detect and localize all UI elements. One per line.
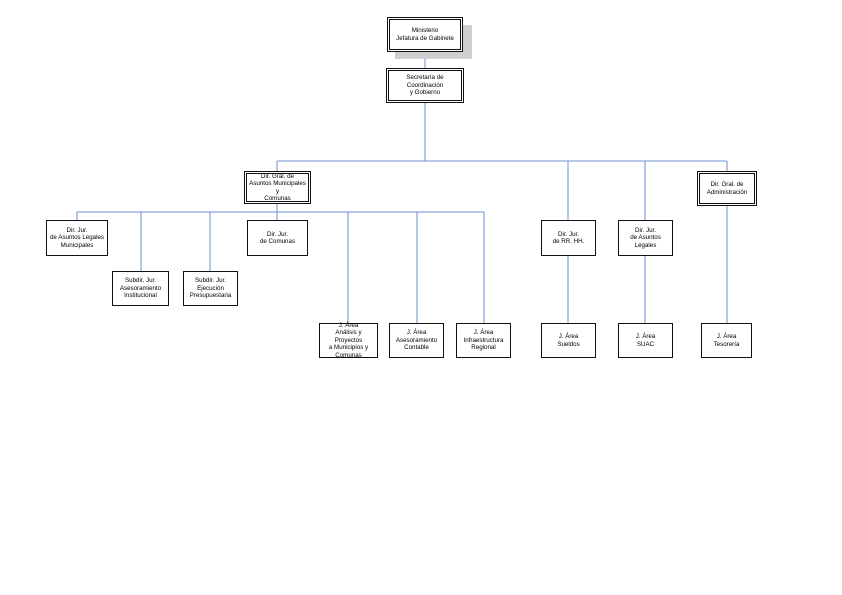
node-area-asesoramiento-contable: J. Área Asesoramiento Contable (389, 323, 444, 358)
node-label: Dir. Jur. de Asuntos Legales (630, 226, 661, 249)
node-dir-gral-municipales: Dir. Gral. de Asuntos Municipales y Comu… (244, 171, 311, 204)
node-dir-legales-municipales: Dir. Jur. de Asuntos Legales Municipales (46, 220, 108, 256)
node-label: Ministerio Jefatura de Gabinete (396, 27, 454, 42)
node-ministerio: Ministerio Jefatura de Gabinete (387, 17, 463, 52)
node-dir-asuntos-legales: Dir. Jur. de Asuntos Legales (618, 220, 673, 256)
node-area-tesoreria: J. Área Tesorería (701, 323, 752, 358)
node-subdir-ejecucion: Subdir. Jur. Ejecución Presupuestaria (183, 271, 238, 306)
node-dir-gral-administracion: Dir. Gral. de Administración (697, 171, 757, 206)
node-label: Subdir. Jur. Asesoramiento Institucional (119, 277, 162, 300)
node-dir-rrhh: Dir. Jur. de RR. HH. (541, 220, 596, 256)
node-area-suac: J. Área SUAC (618, 323, 673, 358)
node-label: J. Área Análisis y Proyectos a Municipio… (328, 321, 369, 359)
node-area-sueldos: J. Área Sueldos (541, 323, 596, 358)
node-secretaria: Secretaría de Coordinación y Gobierno (386, 68, 464, 103)
node-label: Dir. Jur. de RR. HH. (552, 230, 585, 245)
node-label: Subdir. Jur. Ejecución Presupuestaria (189, 277, 232, 300)
node-label: Dir. Jur. de Asuntos Legales Municipales (49, 226, 104, 249)
node-label: J. Área Asesoramiento Contable (395, 329, 438, 352)
node-label: Dir. Gral. de Administración (706, 181, 748, 196)
node-subdir-asesoramiento: Subdir. Jur. Asesoramiento Institucional (112, 271, 169, 306)
node-label: J. Área Tesorería (713, 333, 740, 348)
node-label: Dir. Gral. de Asuntos Municipales y Comu… (249, 172, 306, 202)
node-label: Dir. Jur. de Comunas (259, 230, 296, 245)
node-label: J. Área SUAC (635, 333, 656, 348)
node-area-analisis: J. Área Análisis y Proyectos a Municipio… (319, 321, 378, 359)
node-label: Secretaría de Coordinación y Gobierno (406, 74, 444, 97)
node-dir-comunas: Dir. Jur. de Comunas (247, 220, 308, 256)
node-label: J. Área Sueldos (557, 333, 580, 348)
node-area-infraestructura: J. Área Infraestructura Regional (456, 323, 511, 358)
node-label: J. Área Infraestructura Regional (463, 329, 504, 352)
